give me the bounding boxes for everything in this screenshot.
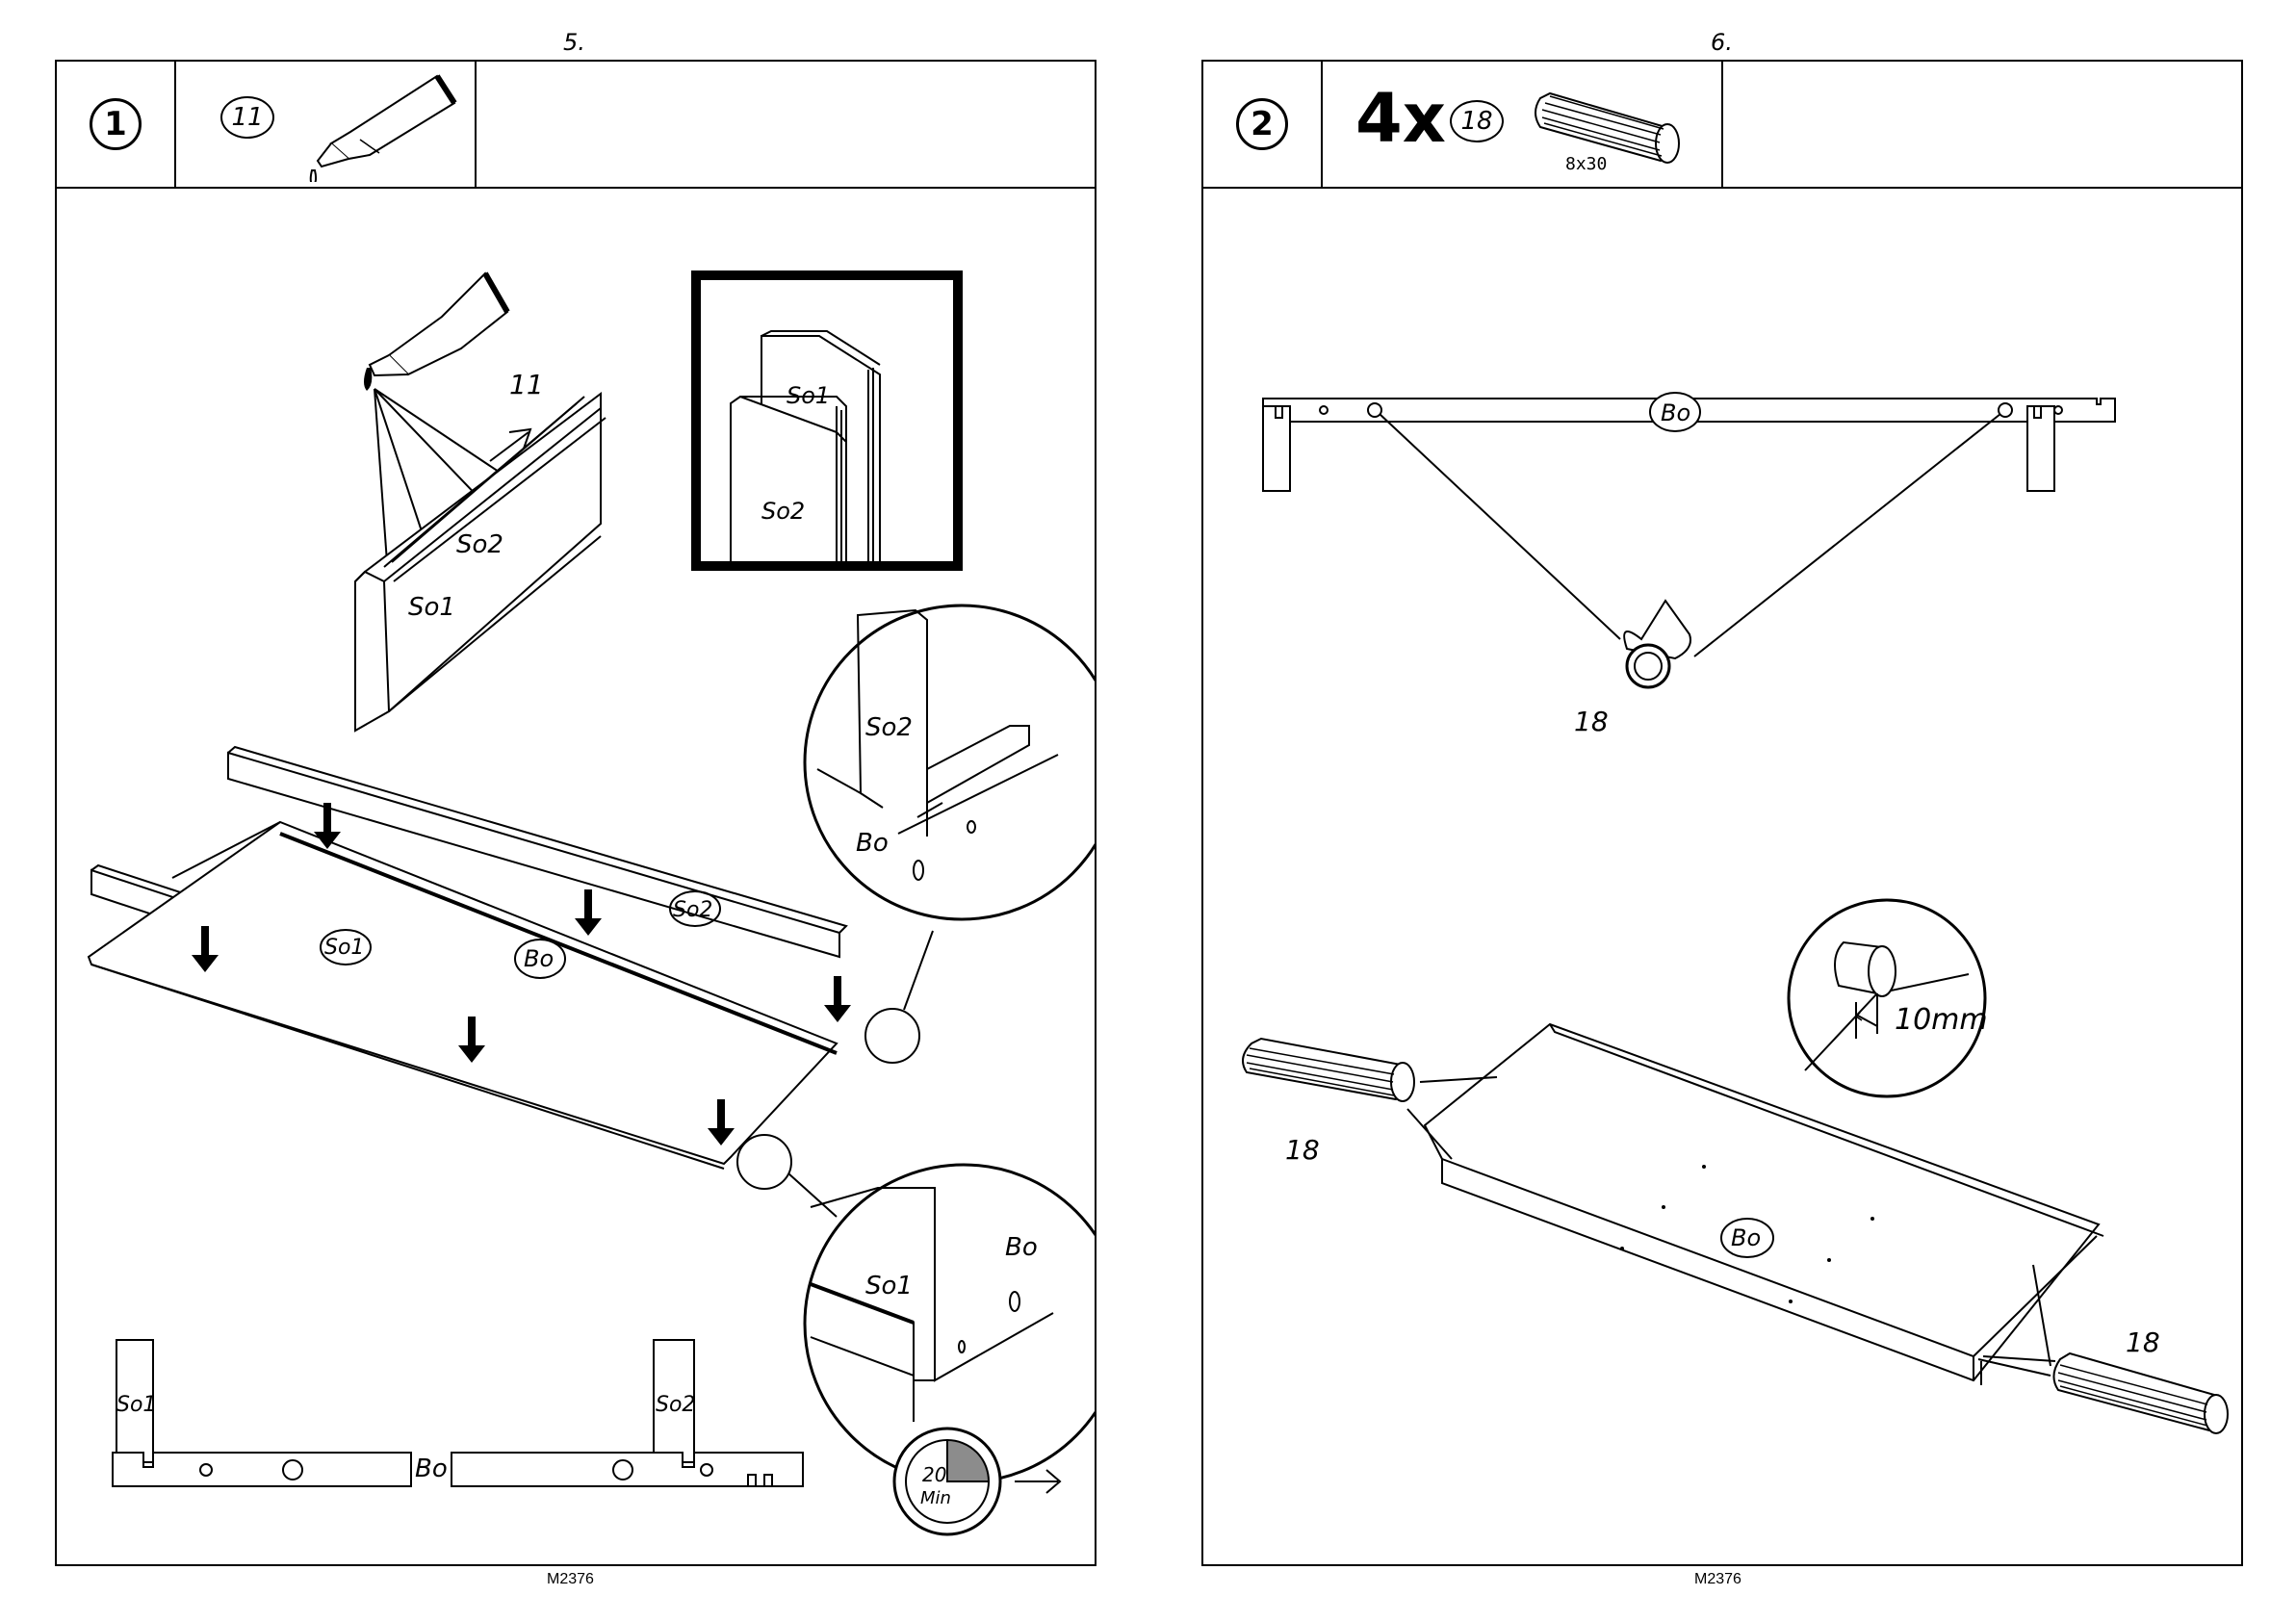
detail-circle-upper [805,605,1095,919]
dowel-icon [1624,601,1690,687]
step-1-illustration: 11 So2 So1 So [57,187,1095,1563]
so2-label: So2 [456,530,503,559]
part-label-dowel: 18 [1450,100,1504,142]
step-2-header: 2 4x 18 8x30 [1203,62,2241,189]
top-dowel-label: 18 [1574,706,1609,737]
detail-bo-label: Bo [856,829,889,858]
timer-value: 20 [922,1463,946,1486]
so1-tag: So1 [324,936,364,960]
measure-detail-circle [1789,900,1985,1096]
quantity-label: 4x [1355,79,1446,158]
header-divider [174,62,176,187]
top-bo-label: Bo [1661,399,1690,426]
header-divider [1721,62,1723,187]
step-1-header: 1 11 [57,62,1095,189]
detail-so1-label: So1 [865,1272,913,1300]
board-bo-label: Bo [1731,1224,1761,1251]
arrow-right-icon [1015,1470,1060,1493]
dowel-icon [1521,69,1694,166]
left-dowel-label: 18 [1285,1134,1320,1166]
dowel-icon [1243,1039,1414,1101]
inset-so1-label: So1 [787,382,830,409]
step-number-badge: 2 [1236,98,1288,150]
step-2-panel: 2 4x 18 8x30 [1201,60,2243,1566]
header-divider [475,62,477,187]
page-number-right: 6. [1711,29,1733,56]
side-so2-label: So2 [656,1393,695,1417]
side-so1-label: So1 [116,1393,156,1417]
inset-so2-label: So2 [761,498,805,525]
step-2-illustration: Bo 18 10mm [1203,187,2241,1563]
step-number-badge: 1 [90,98,142,150]
doc-code-right: M2376 [1694,1571,1741,1588]
bo-board [1425,1024,2099,1380]
glue-tube-icon [293,66,466,182]
measure-label: 10mm [1895,1003,1988,1037]
page-number-left: 5. [563,29,585,56]
doc-code-left: M2376 [547,1571,594,1588]
part-label-glue: 11 [220,96,274,139]
timer-unit: Min [920,1488,951,1508]
glue-part-label: 11 [509,369,544,400]
so2-tag: So2 [673,898,712,922]
so1-label: So1 [408,593,455,622]
detail-so2-label: So2 [865,713,913,742]
side-bo-label: Bo [415,1455,448,1483]
dowel-size: 8x30 [1565,154,1607,174]
dowel-icon [2053,1353,2228,1433]
timer-icon [894,1429,1000,1534]
header-divider [1321,62,1323,187]
detail-bo-label-2: Bo [1005,1233,1038,1262]
right-dowel-label: 18 [2126,1326,2160,1358]
bo-tag: Bo [524,945,554,972]
step-1-panel: 1 11 11 [55,60,1096,1566]
glue-tube-icon [364,273,507,391]
